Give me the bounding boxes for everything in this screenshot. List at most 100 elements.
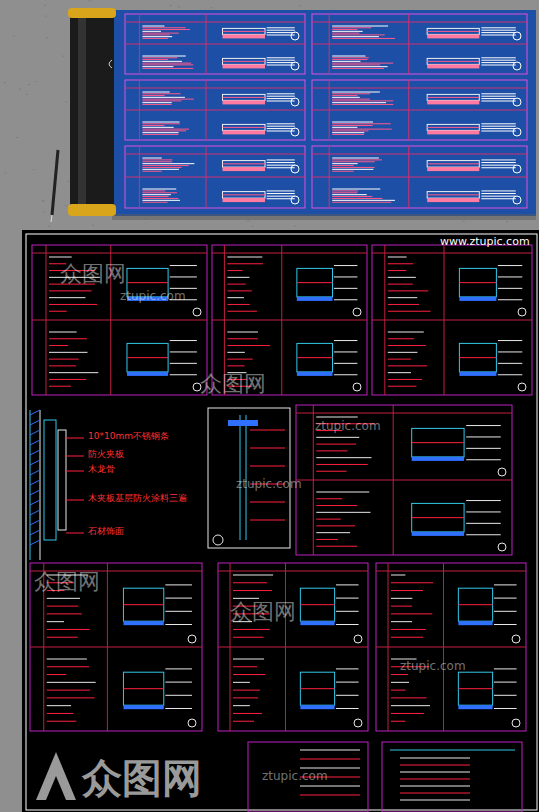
text-stroke [142, 57, 177, 58]
cad-sheet [125, 14, 305, 74]
ground-texture [35, 81, 37, 82]
detail-bubble [353, 383, 361, 391]
text-stroke [142, 63, 191, 64]
leader-line [481, 30, 515, 31]
cad-stroke [125, 154, 305, 155]
cad-stroke [139, 14, 140, 74]
cad-sheet [30, 563, 202, 731]
hatch-stroke [30, 460, 40, 465]
cad-stroke [123, 688, 163, 689]
leader-line [334, 299, 358, 300]
text-stroke [400, 765, 470, 766]
sheet-frame [372, 245, 532, 395]
sheet-frame [382, 742, 522, 812]
text-stroke [332, 158, 379, 159]
ground-texture [170, 5, 172, 6]
text-stroke [233, 690, 260, 691]
detail-bubble [513, 196, 521, 204]
text-stroke [142, 196, 168, 197]
cad-stroke [230, 563, 231, 731]
cad-stroke [412, 517, 464, 518]
text-stroke [332, 36, 379, 37]
cad-stroke [139, 146, 140, 208]
cad-stroke [223, 127, 266, 128]
text-stroke [142, 194, 170, 195]
leader-line [494, 624, 517, 625]
text-stroke [142, 33, 178, 34]
leader-line [170, 374, 197, 375]
detail-outline [297, 268, 333, 297]
text-stroke [332, 189, 380, 190]
leader-line [267, 167, 295, 168]
text-stroke [388, 379, 422, 380]
text-stroke [316, 457, 371, 458]
bottom-sheets [248, 742, 522, 812]
detail-outline [412, 503, 464, 532]
text-stroke [233, 582, 267, 583]
cad-stroke [223, 163, 266, 164]
cad-stroke [329, 80, 330, 140]
hatch-band [427, 34, 479, 38]
text-stroke [142, 134, 178, 135]
hatch-band [297, 297, 333, 301]
text-stroke [142, 127, 173, 128]
ground-texture [210, 7, 212, 9]
text-stroke [142, 29, 190, 30]
text-stroke [332, 169, 373, 170]
text-stroke [400, 758, 470, 759]
text-stroke [332, 29, 357, 30]
text-stroke [300, 759, 360, 760]
hatch-band [123, 621, 163, 625]
ground-texture [299, 5, 301, 6]
text-stroke [227, 365, 244, 366]
text-stroke [391, 606, 412, 607]
hatch-stroke [30, 500, 40, 505]
cad-stroke [372, 320, 532, 321]
cad-stroke [300, 688, 334, 689]
ground-texture [67, 181, 69, 182]
text-stroke [388, 365, 427, 366]
hatch-stroke [30, 410, 40, 415]
cad-sheet [32, 245, 207, 395]
text-stroke [49, 297, 85, 298]
ground-texture [178, 6, 180, 7]
pen [52, 150, 58, 215]
text-stroke [400, 800, 470, 801]
text-stroke [316, 471, 346, 472]
text-stroke [391, 721, 405, 722]
leader-line [336, 584, 359, 585]
leader-line [170, 340, 197, 341]
leader-line [267, 96, 295, 97]
leader-line [267, 159, 295, 160]
watermark: ztupic.com [262, 770, 328, 783]
text-stroke [142, 38, 168, 39]
hatch-band [300, 621, 334, 625]
leader-line [494, 682, 517, 683]
board-outline [44, 420, 56, 540]
text-stroke [332, 165, 353, 166]
text-stroke [388, 290, 428, 291]
text-stroke [142, 171, 161, 172]
sheet-frame [248, 742, 368, 812]
sheet-frame [312, 80, 527, 140]
detail-outline [223, 161, 266, 168]
text-stroke [332, 100, 393, 101]
detail-outline [223, 28, 266, 34]
sheet-frame [218, 563, 368, 731]
text-stroke [300, 786, 360, 787]
leader-line [481, 165, 515, 166]
detail-bubble [291, 196, 299, 204]
cad-stroke [376, 647, 526, 648]
text-stroke [142, 59, 168, 60]
ground-texture [294, 226, 296, 227]
leader-line [481, 65, 515, 66]
cad-stroke [312, 88, 527, 89]
text-stroke [316, 444, 356, 445]
text-stroke [391, 674, 408, 675]
leader-line [170, 363, 197, 364]
text-stroke [388, 304, 419, 305]
text-stroke [391, 629, 426, 630]
leader-line [250, 448, 285, 449]
ground-texture [65, 101, 67, 102]
cad-sheet [372, 245, 532, 395]
